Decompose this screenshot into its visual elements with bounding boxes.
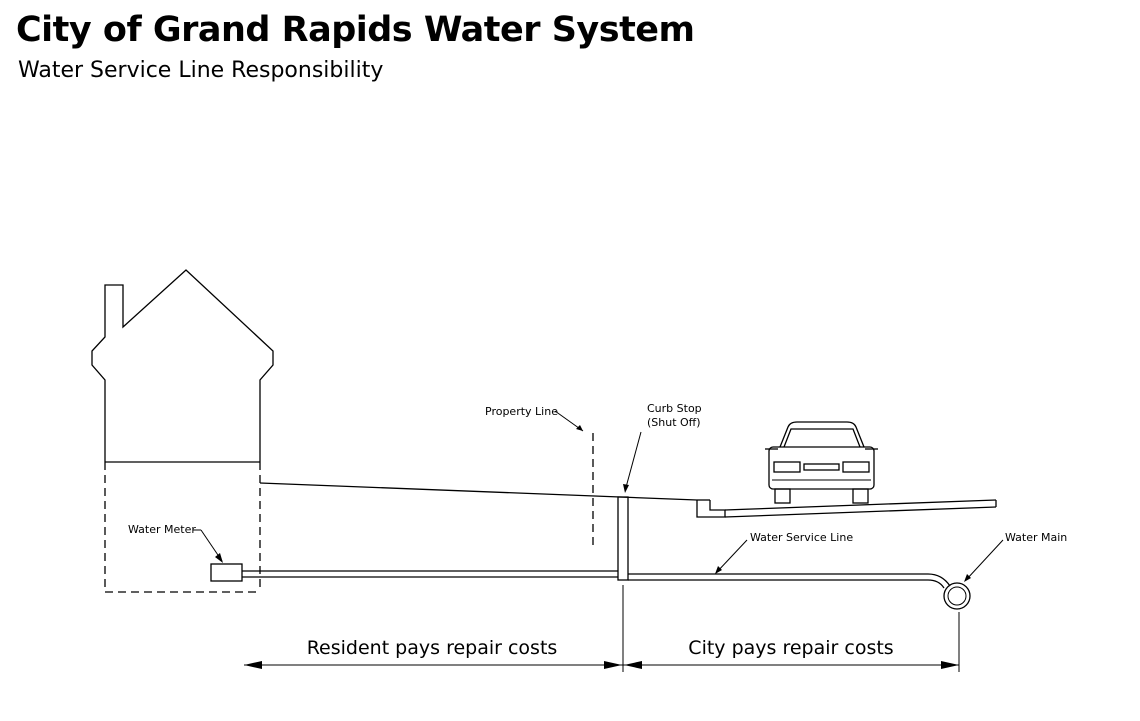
water-meter-callout: Water Meter <box>128 523 223 563</box>
property-line-callout: Property Line <box>485 405 584 432</box>
city-responsibility-label: City pays repair costs <box>688 637 893 659</box>
curb-stop-sublabel: (Shut Off) <box>647 416 701 429</box>
water-main-pipe <box>943 582 971 610</box>
page-subtitle: Water Service Line Responsibility <box>18 58 384 83</box>
property-line-label: Property Line <box>485 405 558 418</box>
responsibility-dimensions <box>244 585 960 672</box>
car-icon <box>765 421 878 504</box>
water-main-label: Water Main <box>1005 531 1067 544</box>
water-service-pipe <box>242 570 951 589</box>
basement-outline <box>104 462 261 593</box>
curb-stop-valve <box>617 496 629 581</box>
curb-stop-callout: Curb Stop (Shut Off) <box>623 402 702 493</box>
curb-stop-label: Curb Stop <box>647 402 702 415</box>
resident-responsibility-label: Resident pays repair costs <box>307 637 558 659</box>
house-icon <box>91 269 274 463</box>
water-main-callout: Water Main <box>964 531 1067 582</box>
water-service-line-callout: Water Service Line <box>715 531 853 574</box>
page-title: City of Grand Rapids Water System <box>16 10 695 50</box>
water-service-line-label: Water Service Line <box>750 531 853 544</box>
water-meter-box <box>210 563 243 582</box>
water-meter-label: Water Meter <box>128 523 196 536</box>
